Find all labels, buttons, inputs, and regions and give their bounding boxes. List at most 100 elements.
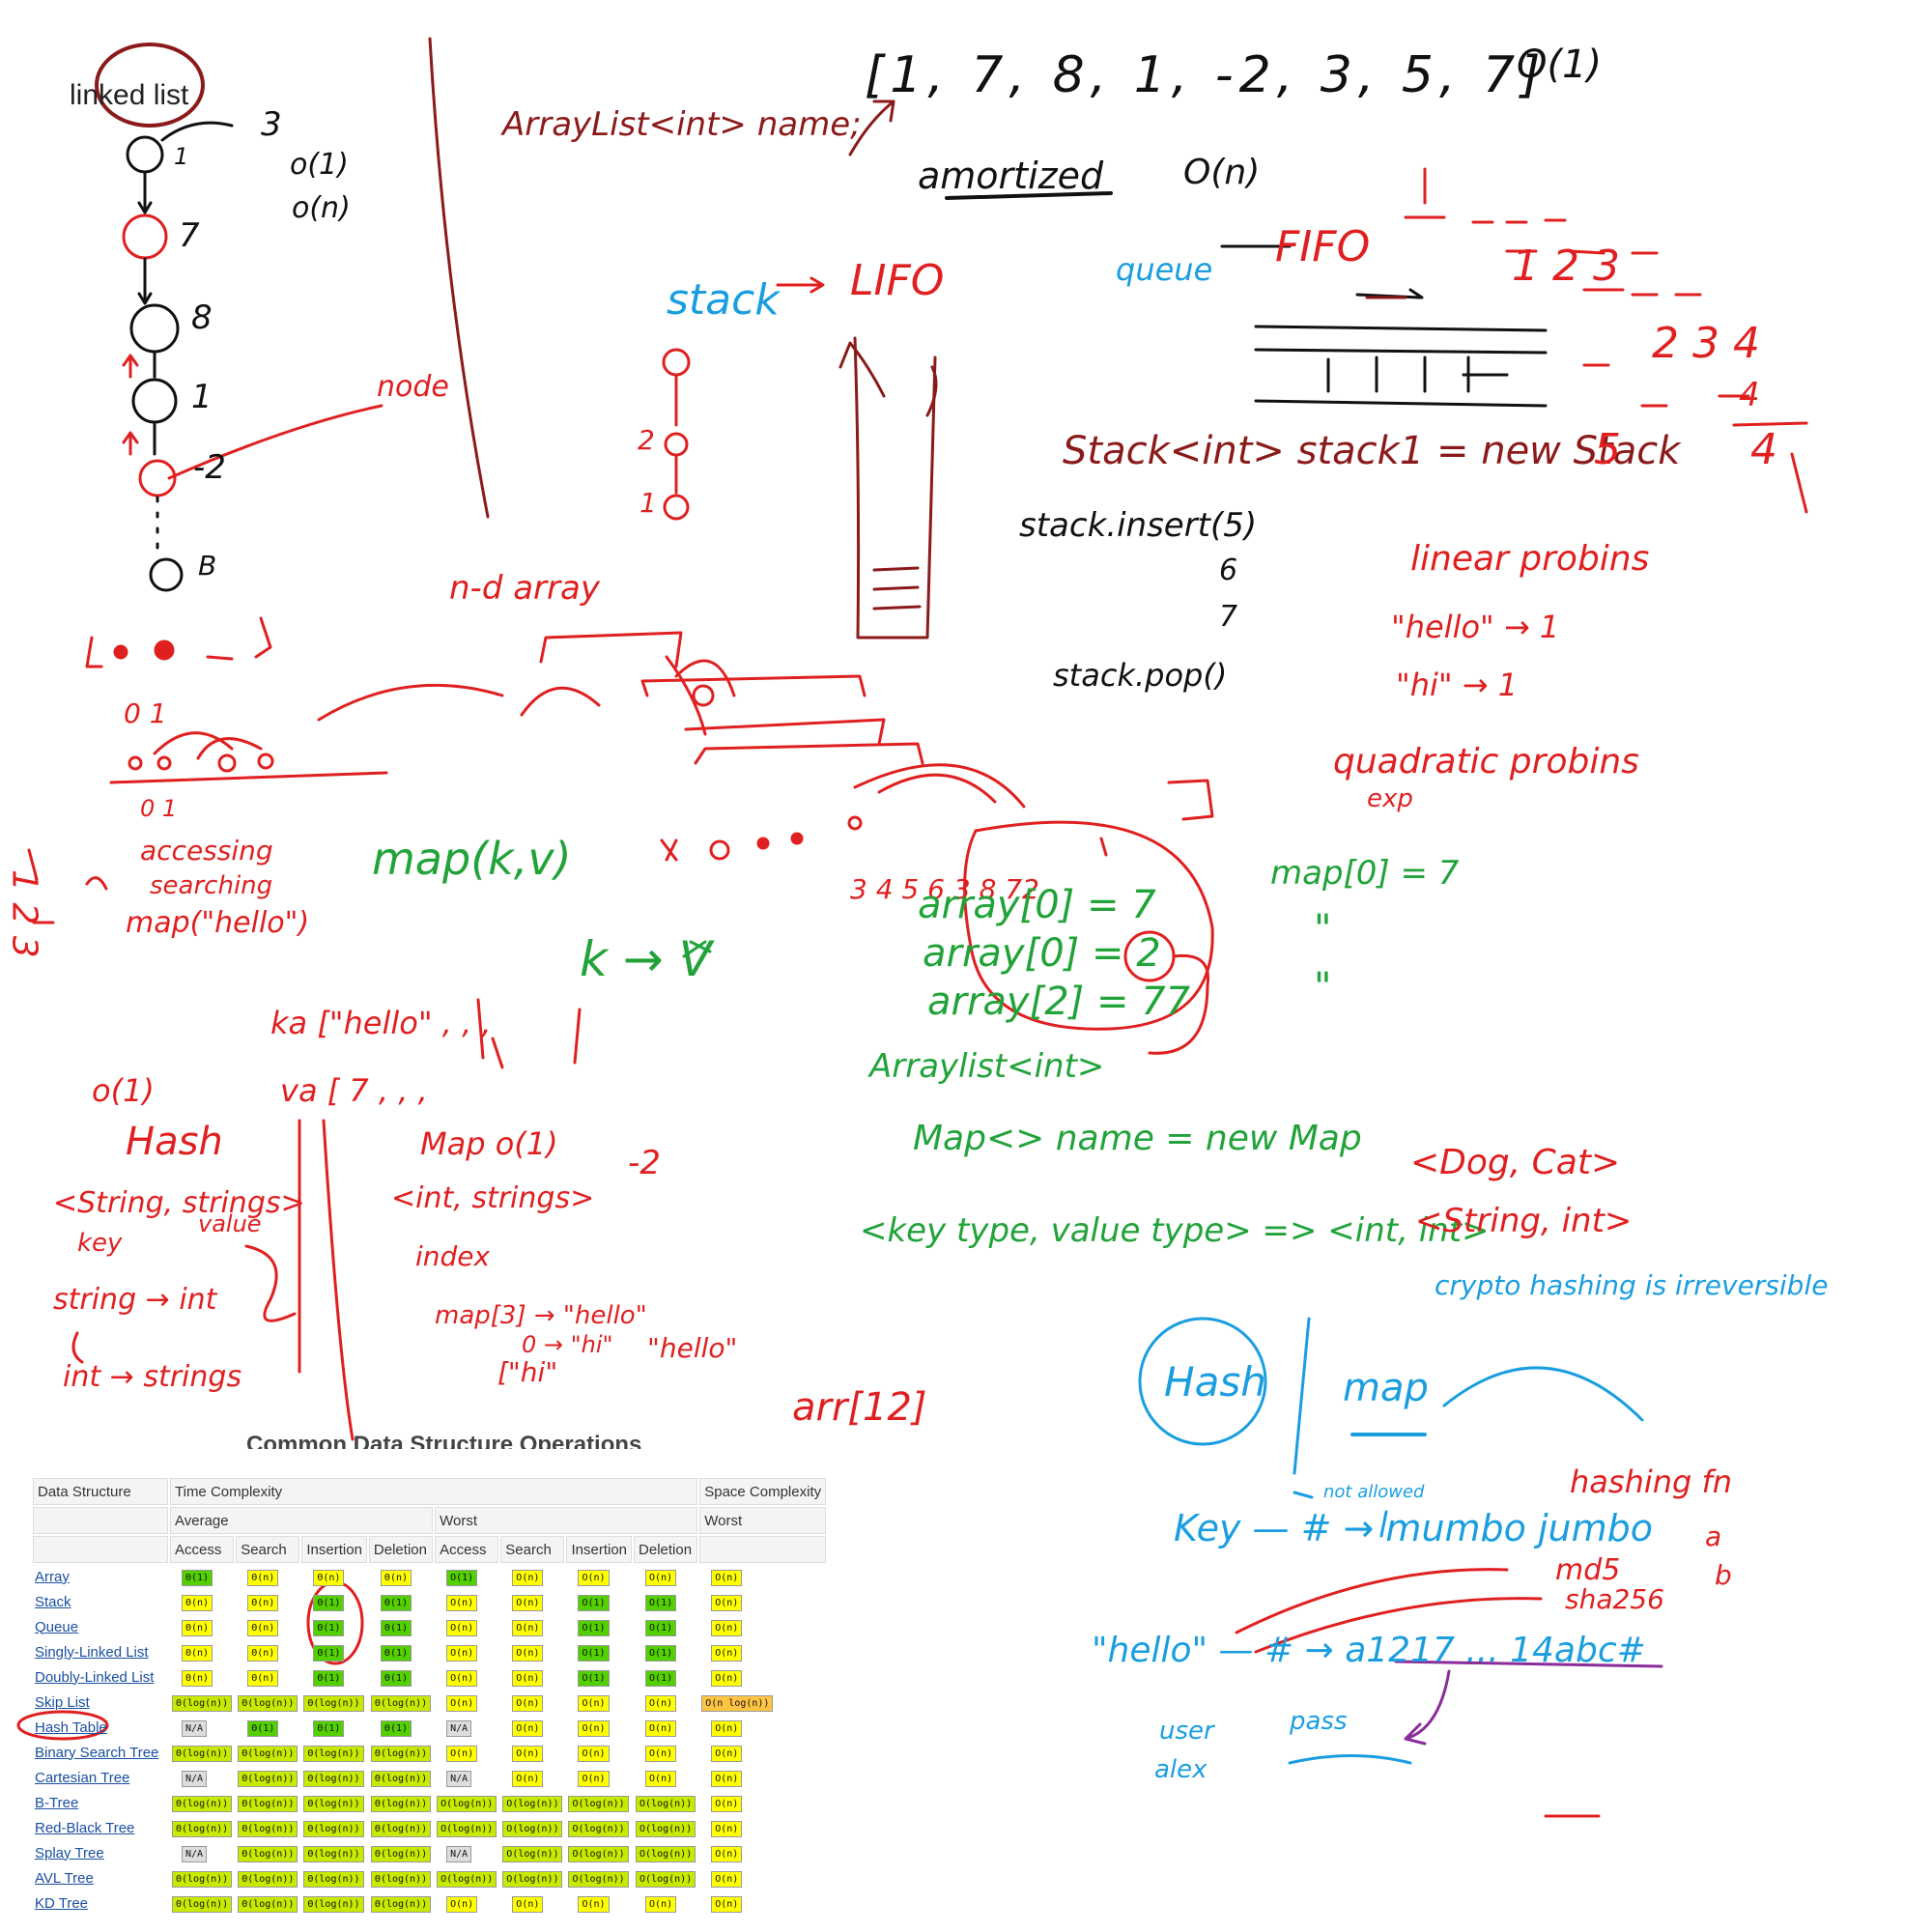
complexity-cell: Θ(n) (170, 1640, 234, 1663)
complexity-badge: Θ(log(n)) (370, 1845, 432, 1862)
index-01-b: 0 1 (140, 795, 177, 822)
complexity-cell: O(log(n)) (500, 1841, 564, 1864)
complexity-badge: Θ(log(n)) (172, 1870, 233, 1888)
complexity-badge: Θ(1) (313, 1644, 345, 1662)
complexity-cell: O(n) (699, 1791, 826, 1814)
data-structure-link[interactable]: Singly-Linked List (35, 1643, 149, 1661)
index-01-a: 0 1 (124, 697, 167, 729)
complexity-badge: O(log(n)) (636, 1820, 696, 1837)
data-structure-link[interactable]: Cartesian Tree (35, 1769, 130, 1786)
complexity-cell: O(n) (435, 1891, 498, 1915)
complexity-badge: Θ(log(n)) (238, 1845, 298, 1862)
complexity-badge: O(1) (645, 1669, 677, 1687)
complexity-badge: Θ(log(n)) (370, 1895, 432, 1913)
complexity-badge: O(log(n)) (636, 1795, 696, 1812)
header-data-structure: Data Structure (33, 1478, 168, 1505)
stack-insert: stack.insert(5) (1019, 506, 1257, 545)
complexity-cell: O(n) (500, 1565, 564, 1588)
data-structure-cell: Skip List (33, 1690, 168, 1714)
data-structure-link[interactable]: Binary Search Tree (35, 1744, 159, 1761)
side-numbers: 1 2 3 (5, 869, 44, 958)
nd-array-label: n-d array (449, 569, 601, 608)
complexity-badge: O(n) (512, 1644, 544, 1662)
data-structure-link[interactable]: Hash Table (35, 1719, 107, 1736)
data-structure-link[interactable]: Splay Tree (35, 1844, 104, 1861)
stack-decl: Stack<int> stack1 = new Stack (1063, 429, 1682, 473)
complexity-cell: O(log(n)) (500, 1866, 564, 1889)
complexity-badge: O(n) (711, 1644, 743, 1662)
complexity-cell: N/A (435, 1716, 498, 1739)
data-structure-link[interactable]: KD Tree (35, 1894, 89, 1912)
data-structure-cell: AVL Tree (33, 1866, 168, 1889)
stack-nodes (662, 348, 691, 521)
complexity-badge: O(log(n)) (437, 1820, 497, 1837)
complexity-badge: N/A (182, 1845, 208, 1862)
complexity-cell: O(n) (699, 1565, 826, 1588)
array-values: [1, 7, 8, 1, -2, 3, 5, 7] (865, 46, 1546, 104)
complexity-badge: Θ(n) (247, 1669, 279, 1687)
complexity-badge: O(n) (711, 1745, 743, 1762)
complexity-cell: Θ(log(n)) (301, 1766, 367, 1789)
data-structure-link[interactable]: Stack (35, 1593, 71, 1610)
data-structure-link[interactable]: Red-Black Tree (35, 1819, 135, 1836)
complexity-badge: Θ(log(n)) (238, 1745, 298, 1762)
complexity-badge: N/A (446, 1845, 472, 1862)
data-structure-cell: Red-Black Tree (33, 1816, 168, 1839)
complexity-cell: O(n) (500, 1615, 564, 1638)
complexity-badge: O(1) (446, 1569, 478, 1586)
stack-7: 7 (1219, 600, 1237, 634)
arr-hi: ["hi" (497, 1356, 557, 1388)
data-structure-link[interactable]: Array (35, 1568, 70, 1585)
complexity-cell: Θ(log(n)) (170, 1816, 234, 1839)
complexity-cell: O(n log(n)) (699, 1690, 826, 1714)
b-label: b (1715, 1559, 1732, 1591)
data-structure-cell: Stack (33, 1590, 168, 1613)
complexity-cell: O(log(n)) (500, 1816, 564, 1839)
complexity-badge: O(n) (711, 1619, 743, 1636)
complexity-cell: O(n) (500, 1640, 564, 1663)
complexity-badge: Θ(1) (380, 1594, 412, 1611)
complexity-cell: O(n) (435, 1590, 498, 1613)
number-row: 3 4 5 6 3 8 72 (850, 873, 1039, 905)
map-hello: map("hello") (126, 906, 309, 940)
amortized-label: amortized (918, 155, 1104, 197)
data-structure-link[interactable]: B-Tree (35, 1794, 79, 1811)
string-strings: <String, strings> (53, 1186, 305, 1220)
complexity-badge: Θ(log(n)) (303, 1870, 364, 1888)
complexity-cell: O(n) (435, 1690, 498, 1714)
complexity-badge: Θ(n) (182, 1669, 213, 1687)
complexity-badge: Θ(1) (380, 1669, 412, 1687)
complexity-badge: O(n) (711, 1569, 743, 1586)
complexity-badge: O(1) (578, 1644, 610, 1662)
complexity-cell: O(n) (566, 1766, 632, 1789)
complexity-cell: Θ(log(n)) (369, 1891, 433, 1915)
complexity-cell: O(n) (699, 1716, 826, 1739)
ll-n6: -2 (193, 448, 226, 487)
complexity-badge: N/A (182, 1770, 208, 1787)
header-blank-1 (33, 1507, 168, 1534)
queue-4: 4 (1739, 376, 1760, 414)
data-structure-link[interactable]: AVL Tree (35, 1869, 94, 1887)
complexity-badge: O(log(n)) (568, 1820, 629, 1837)
complexity-badge: Θ(log(n)) (303, 1795, 364, 1812)
complexity-badge: Θ(log(n)) (238, 1820, 298, 1837)
string-int: <String, int> (1415, 1202, 1632, 1240)
complexity-cell: O(n) (566, 1891, 632, 1915)
value-label: value (198, 1210, 262, 1237)
header-average: Average (170, 1507, 434, 1534)
complexity-cell: O(n) (699, 1640, 826, 1663)
complexity-cell: Θ(1) (301, 1615, 367, 1638)
data-structure-link[interactable]: Queue (35, 1618, 79, 1635)
string-to-int: string → int (53, 1283, 218, 1317)
complexity-badge: Θ(1) (380, 1644, 412, 1662)
complexity-cell: Θ(log(n)) (301, 1741, 367, 1764)
ditto-2: " (1314, 965, 1331, 1009)
accessing-label: accessing (140, 835, 273, 867)
complexity-badge: O(n) (512, 1669, 544, 1687)
data-structure-link[interactable]: Skip List (35, 1693, 90, 1711)
data-structure-link[interactable]: Doubly-Linked List (35, 1668, 155, 1686)
